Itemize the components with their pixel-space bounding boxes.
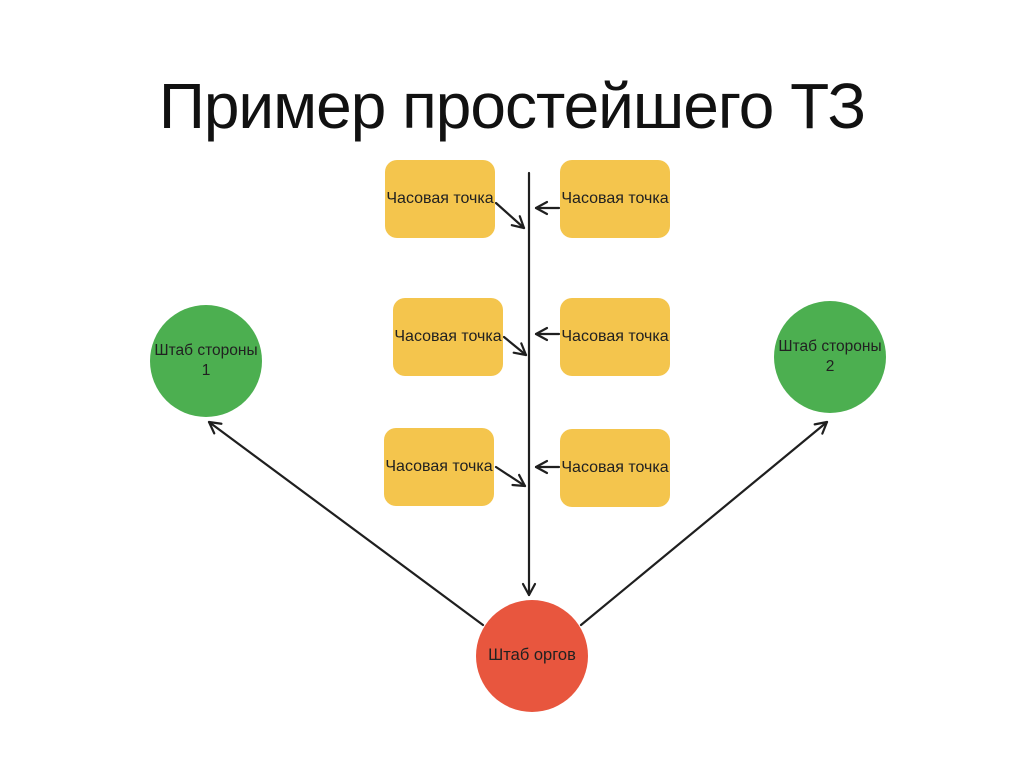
checkpoint-node-row3-left: Часовая точка xyxy=(384,428,494,506)
hq-side-1-label: Штаб стороны xyxy=(154,341,258,359)
checkpoint-node-row2-right: Часовая точка xyxy=(560,298,670,376)
edge-org-to-side-1 xyxy=(207,420,485,627)
checkpoint-node-row1-right: Часовая точка xyxy=(560,160,670,238)
hq-side-1-node: Штаб стороны 1 xyxy=(150,305,262,417)
edge-checkpoint-3-left xyxy=(494,465,527,488)
hq-side-2-node: Штаб стороны 2 xyxy=(774,301,886,413)
checkpoint-node-row1-left: Часовая точка xyxy=(385,160,495,238)
checkpoint-node-row3-right: Часовая точка xyxy=(560,429,670,507)
hq-side-2-number: 2 xyxy=(825,358,835,375)
hq-org-node: Штаб оргов xyxy=(476,600,588,712)
hq-side-2-label: Штаб стороны xyxy=(778,337,882,355)
checkpoint-label: Часовая точка xyxy=(385,458,493,475)
edge-checkpoint-1-left xyxy=(494,201,526,230)
hq-org-label: Штаб оргов xyxy=(488,646,576,665)
checkpoint-label: Часовая точка xyxy=(561,459,669,476)
checkpoint-label: Часовая точка xyxy=(561,190,669,207)
checkpoint-label: Часовая точка xyxy=(386,190,494,207)
edge-org-to-side-2 xyxy=(579,420,829,627)
edge-checkpoint-2-left xyxy=(502,335,528,357)
checkpoint-label: Часовая точка xyxy=(561,328,669,345)
checkpoint-label: Часовая точка xyxy=(394,328,502,345)
slide-title: Пример простейшего ТЗ xyxy=(158,70,866,142)
checkpoint-node-row2-left: Часовая точка xyxy=(393,298,503,376)
hq-side-1-number: 1 xyxy=(201,362,211,379)
